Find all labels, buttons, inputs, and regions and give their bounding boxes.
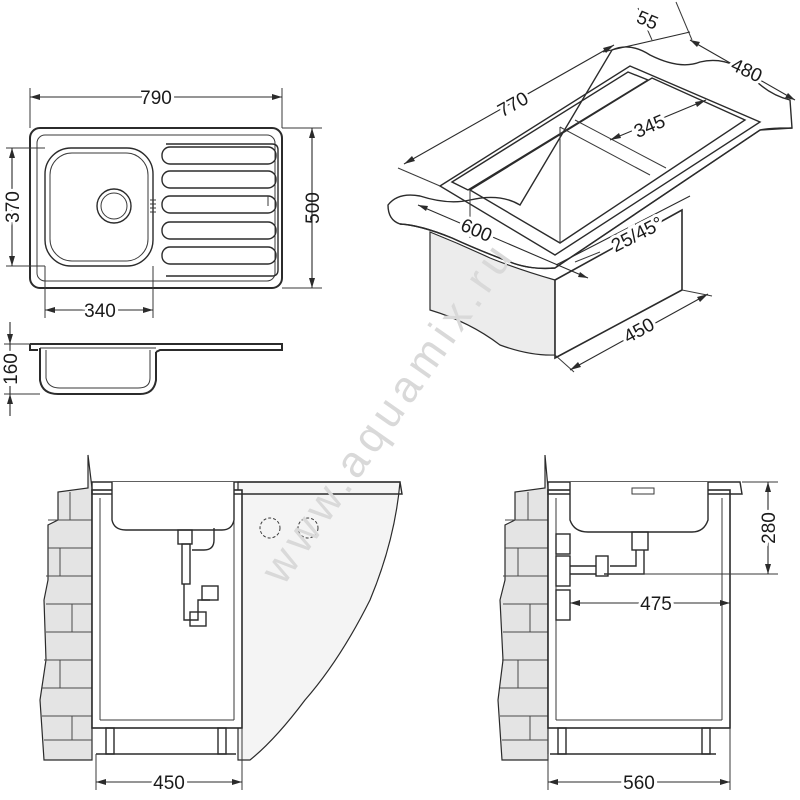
- label-450-front: 450: [153, 773, 185, 794]
- siphon: [177, 528, 219, 627]
- dimension-height: 160: [0, 322, 40, 416]
- label-55: 55: [633, 7, 661, 35]
- dimension-front-cabinet: 450: [95, 728, 243, 797]
- label-790: 790: [140, 88, 172, 109]
- dimension-bowl-depth: 370: [0, 147, 45, 267]
- drain-pipe: [555, 531, 649, 621]
- label-370: 370: [3, 191, 24, 223]
- label-340: 340: [84, 301, 116, 322]
- drainer-ribs: [161, 143, 279, 277]
- dimension-drain-offset: 475: [570, 591, 730, 618]
- dimension-drain-height: 280: [604, 481, 783, 575]
- label-475: 475: [640, 594, 672, 615]
- label-770: 770: [494, 88, 532, 122]
- dimension-width: 790: [29, 85, 283, 128]
- top-view: 790 500 370 340: [0, 85, 324, 325]
- side-section-view: 160: [0, 322, 283, 416]
- label-280: 280: [759, 512, 780, 544]
- dimension-bowl-width: 340: [44, 266, 154, 325]
- overflow-slots: [150, 199, 156, 213]
- dimension-depth: 500: [282, 127, 324, 289]
- dimension-side-cabinet: 560: [547, 728, 731, 797]
- side-install-view: 280 475 560: [497, 454, 783, 797]
- front-install-view: 450: [39, 454, 403, 797]
- label-500: 500: [303, 192, 324, 224]
- label-560: 560: [623, 773, 655, 794]
- dimension-flange: 55: [602, 1, 693, 53]
- label-160: 160: [1, 353, 22, 385]
- isometric-view: 770 55 480 345 600: [387, 1, 796, 373]
